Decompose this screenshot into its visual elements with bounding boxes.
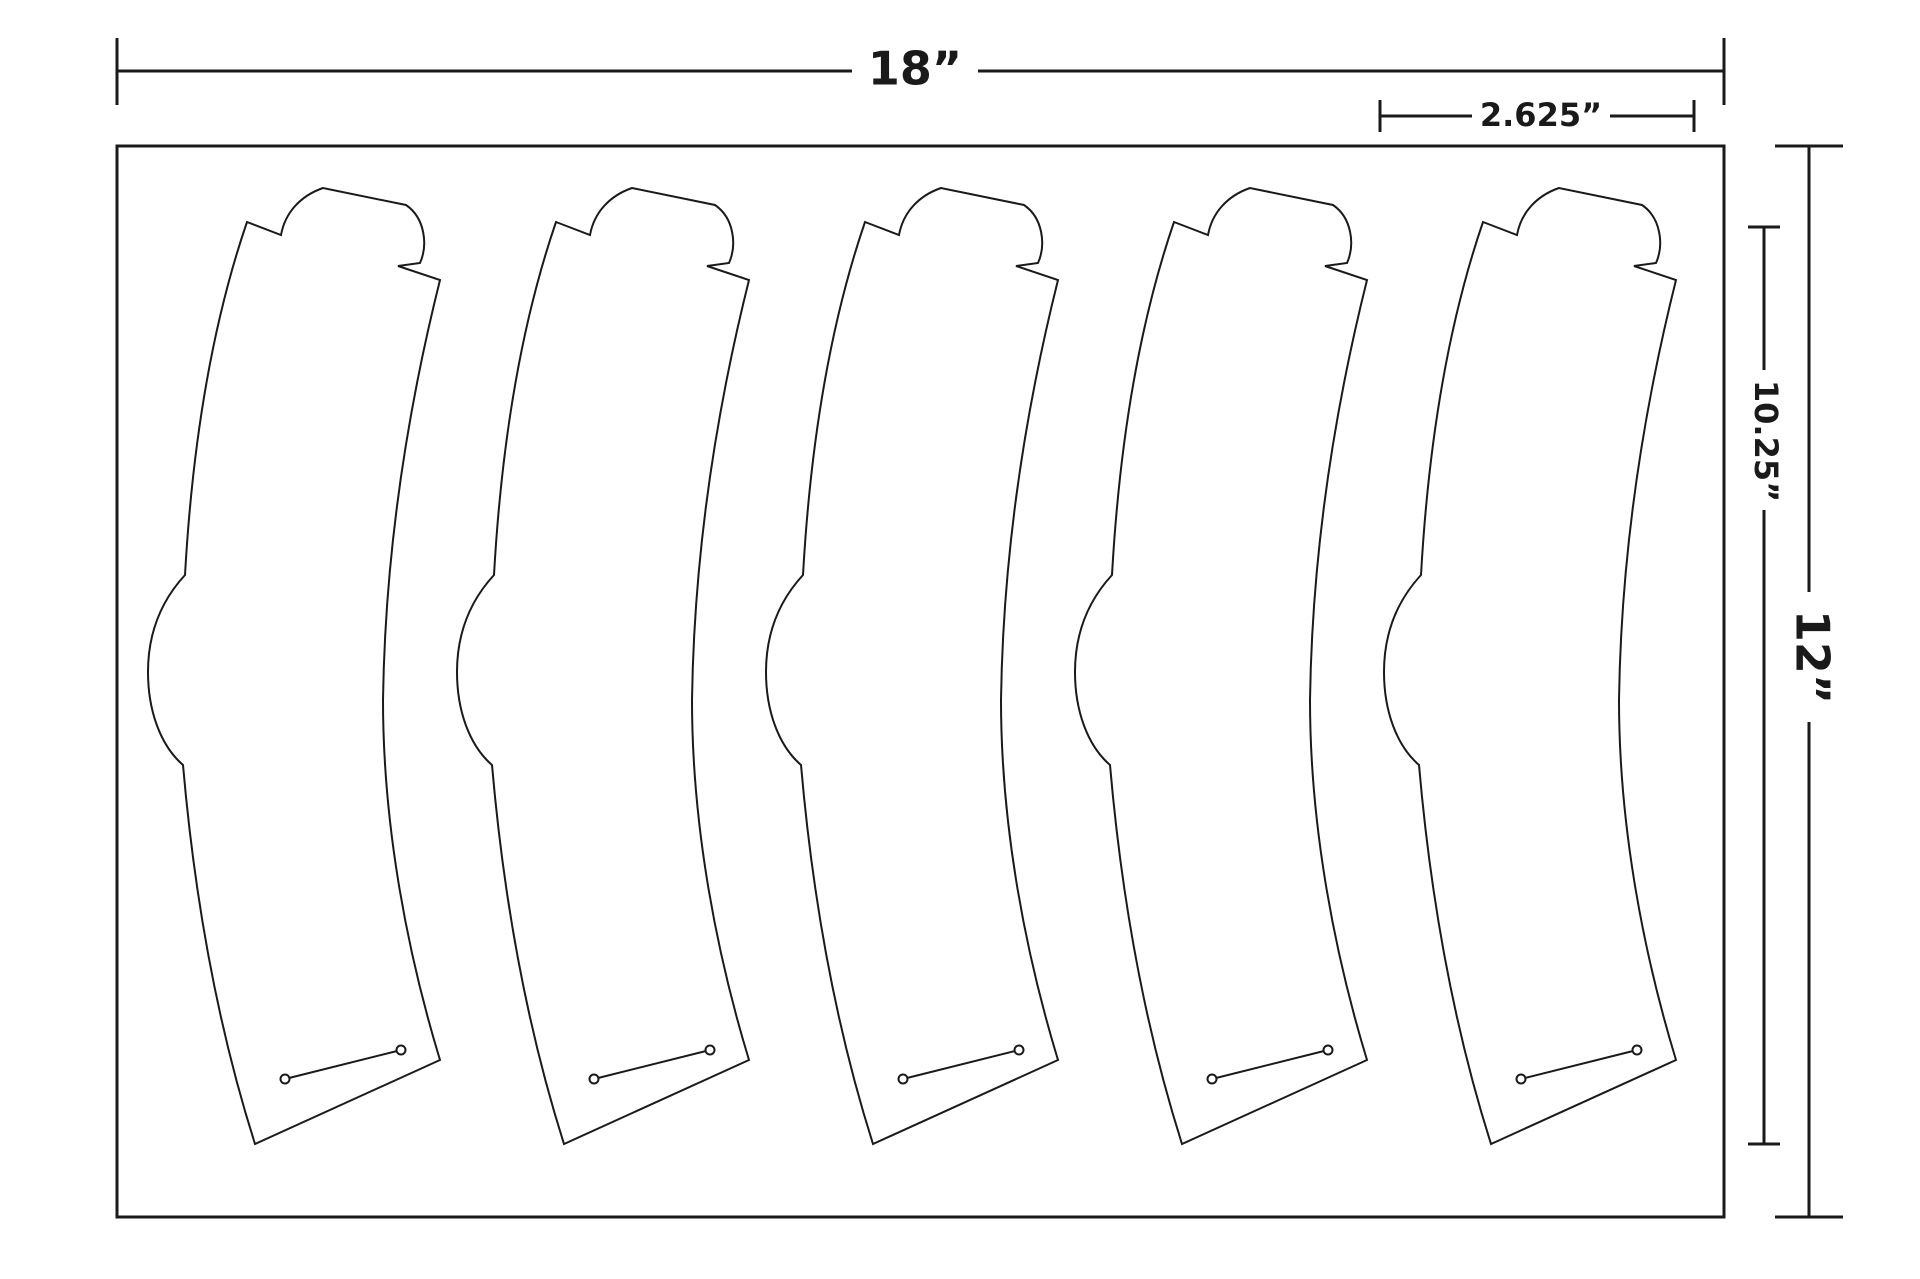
slot-hole-left — [1206, 1073, 1218, 1085]
slot-hole-left — [1515, 1073, 1527, 1085]
pieces-group — [147, 187, 1677, 1145]
piece-width-dimension: 2.625” — [1378, 96, 1696, 134]
piece-2 — [456, 187, 750, 1145]
piece-4 — [1074, 187, 1368, 1145]
slot-hole-right — [1631, 1044, 1643, 1056]
sheet-width-label: 18” — [868, 42, 962, 96]
slot-hole-right — [704, 1044, 716, 1056]
sheet-height-label: 12” — [1786, 610, 1840, 704]
slot-hole-right — [1013, 1044, 1025, 1056]
width-dimension: 18” — [115, 38, 1726, 105]
piece-height-label: 10.25” — [1747, 380, 1785, 502]
slot-hole-left — [279, 1073, 291, 1085]
piece-3 — [765, 187, 1059, 1145]
height-dimension: 12” — [1775, 144, 1843, 1219]
slot-hole-right — [395, 1044, 407, 1056]
piece-1 — [147, 187, 441, 1145]
piece-height-dimension: 10.25” — [1747, 225, 1785, 1146]
slot-hole-right — [1322, 1044, 1334, 1056]
piece-5 — [1383, 187, 1677, 1145]
slot-hole-left — [588, 1073, 600, 1085]
slot-hole-left — [897, 1073, 909, 1085]
piece-width-label: 2.625” — [1480, 96, 1602, 134]
